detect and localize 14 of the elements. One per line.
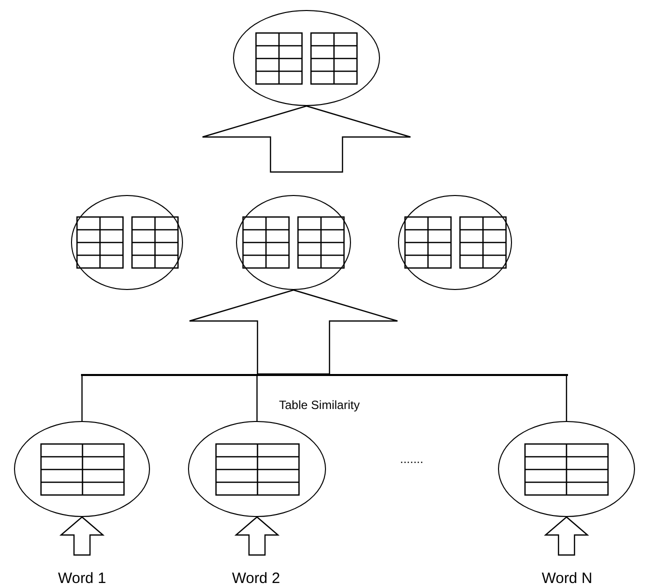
block-arrow: [188, 289, 398, 375]
word-label: Word 1: [58, 570, 106, 588]
word-label: Word N: [542, 570, 592, 588]
connector-line: [81, 376, 83, 421]
bus-label: Table Similarity: [279, 398, 360, 412]
bus-line: [81, 374, 568, 376]
ellipsis-text: .......: [400, 452, 424, 466]
block-arrow: [59, 516, 105, 556]
connector-line: [566, 376, 568, 421]
word-label: Word 2: [232, 570, 280, 588]
block-arrow: [234, 516, 280, 556]
block-arrow: [544, 516, 590, 556]
connector-line: [256, 376, 258, 421]
block-arrow: [202, 105, 412, 173]
